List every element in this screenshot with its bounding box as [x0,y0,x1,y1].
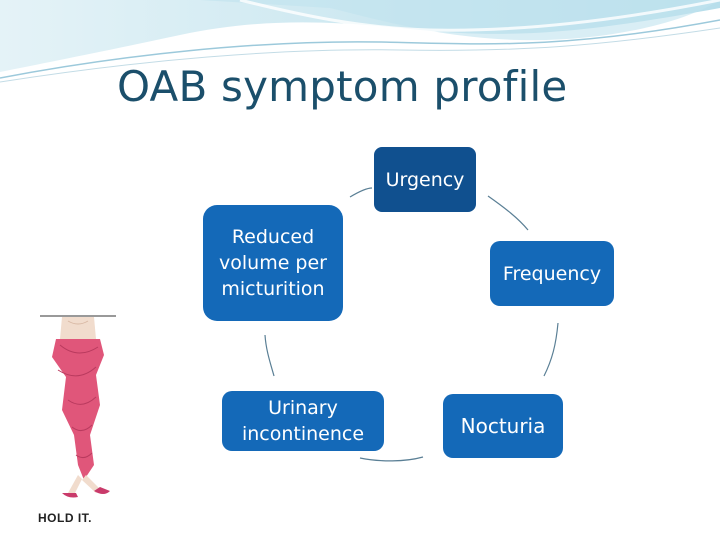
node-reduced-line-1: Reduced [231,226,315,248]
node-frequency: Frequency [490,241,614,306]
node-frequency-label: Frequency [502,262,602,285]
node-incontinence-line-2: incontinence [241,423,365,445]
node-reduced-line-2: volume per [219,252,327,274]
connector-frequency-to-nocturia [543,322,559,377]
hold-it-photo: HOLD IT. [38,315,118,525]
node-nocturia-label: Nocturia [460,414,546,438]
connector-urgency-to-frequency [487,195,529,231]
node-incontinence-line-1: Urinary [268,397,338,419]
connector-reduced-to-urgency [349,187,373,198]
connector-nocturia-to-incontinence [359,456,424,462]
node-urgency: Urgency [374,147,476,212]
header-wave-decoration [0,0,720,83]
photo-caption: HOLD IT. [38,511,92,525]
node-reduced-volume: Reduced volume per micturition [203,205,343,321]
slide-title: OAB symptom profile [117,62,568,111]
connector-incontinence-to-reduced [264,334,275,377]
node-urgency-label: Urgency [385,168,465,191]
node-nocturia: Nocturia [443,394,563,458]
node-reduced-line-3: micturition [221,278,325,300]
node-urinary-incontinence: Urinary incontinence [222,391,384,451]
twisted-legs-illustration [40,315,116,498]
